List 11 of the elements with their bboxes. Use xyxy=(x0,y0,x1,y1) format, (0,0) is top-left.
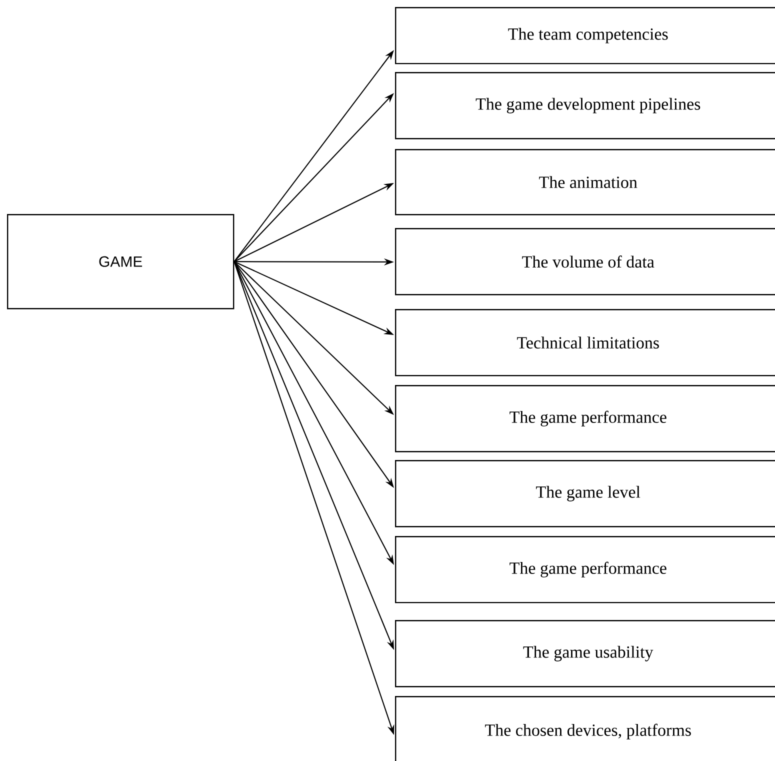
factor-box: The game performance xyxy=(395,536,775,604)
factor-box: The team competencies xyxy=(395,7,775,64)
factor-box: The game level xyxy=(395,460,775,528)
factor-box: The game usability xyxy=(395,620,775,688)
center-box: GAME xyxy=(7,214,234,310)
factor-box: Technical limitations xyxy=(395,309,775,376)
factor-box: The chosen devices, platforms xyxy=(395,696,775,761)
factor-box: The game performance xyxy=(395,385,775,452)
factor-box: The volume of data xyxy=(395,228,775,296)
factor-box: The animation xyxy=(395,149,775,216)
factor-box: The game development pipelines xyxy=(395,72,775,140)
